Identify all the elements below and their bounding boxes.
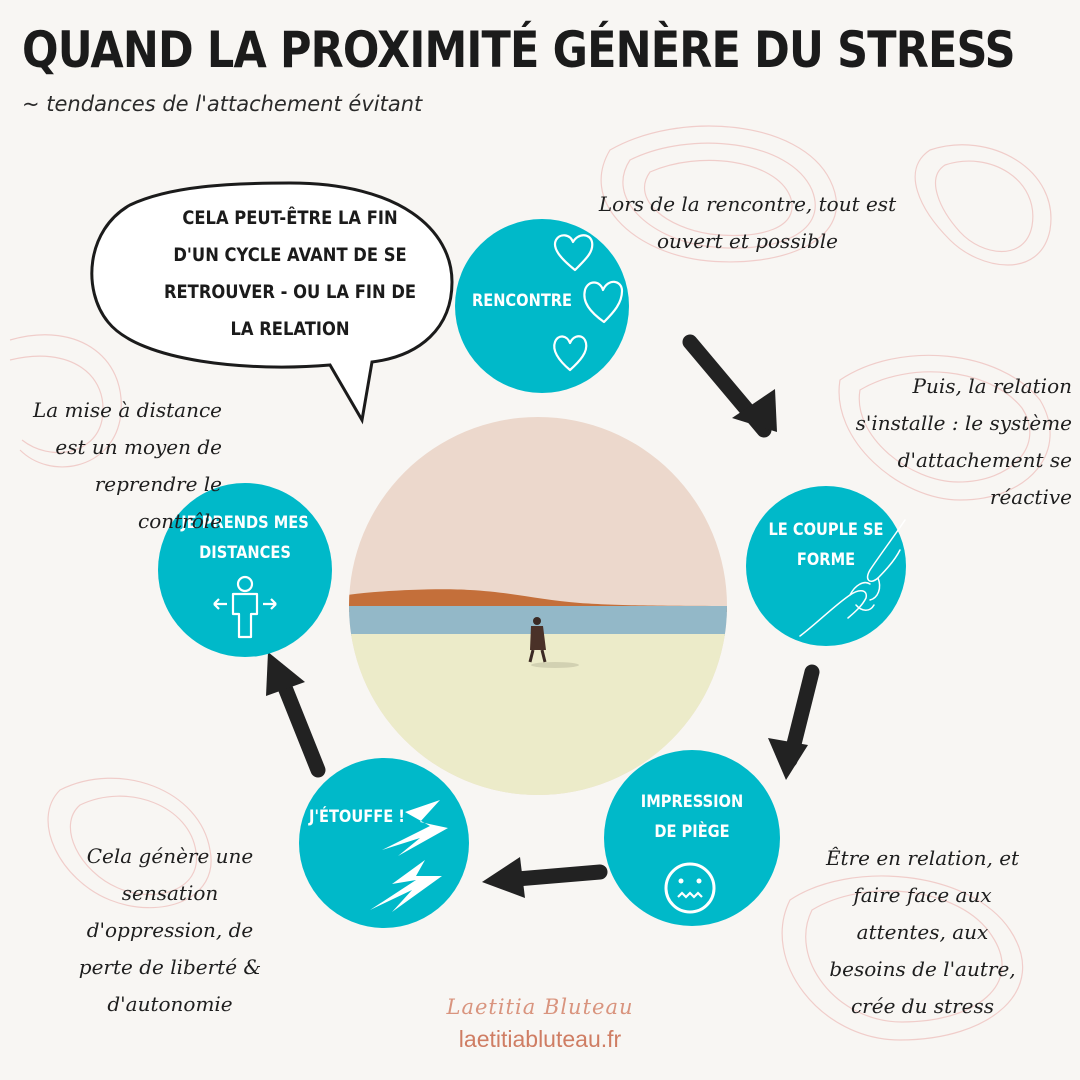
caption-line: contrôle — [138, 509, 222, 533]
caption-line: Puis, la relation — [912, 374, 1072, 398]
bubble-line: LA RELATION — [230, 318, 350, 340]
caption-line: perte de liberté & — [78, 955, 262, 979]
node-label-line: DISTANCES — [199, 543, 291, 563]
node-label-line: IMPRESSION — [640, 792, 744, 812]
caption-line: Être en relation, et — [825, 846, 1020, 870]
caption-couple: Puis, la relation s'installe : le systèm… — [810, 368, 1072, 516]
node-label-line: FORME — [796, 550, 856, 570]
decorative-contour-swirls — [9, 125, 1052, 1041]
node-label-line: LE COUPLE SE — [768, 520, 884, 540]
person-distance-icon — [213, 575, 277, 639]
node-distances-label: JE PRENDS MES DISTANCES — [181, 508, 310, 568]
page-subtitle: ~ tendances de l'attachement évitant — [22, 92, 423, 116]
caption-piege: Être en relation, et faire face aux atte… — [800, 840, 1045, 1025]
bubble-line: RETROUVER - OU LA FIN DE — [163, 281, 417, 303]
page-title: QUAND LA PROXIMITÉ GÉNÈRE DU STRESS — [22, 21, 1016, 79]
website-link[interactable]: laetitiabluteau.fr — [458, 1026, 622, 1052]
caption-rencontre: Lors de la rencontre, tout est ouvert et… — [575, 186, 920, 260]
node-rencontre-label: RENCONTRE — [470, 286, 573, 316]
node-piege-circle — [604, 750, 780, 926]
arrow-couple-to-piege — [768, 664, 820, 780]
walking-person-figure — [528, 617, 547, 663]
beach-illustration — [349, 417, 727, 795]
caption-line: attentes, aux — [856, 920, 989, 944]
node-etouffe-label: J'ÉTOUFFE ! — [305, 802, 408, 832]
node-couple-label: LE COUPLE SE FORME — [766, 515, 886, 575]
caption-line: s'installe : le système — [855, 411, 1072, 435]
speech-bubble — [90, 181, 454, 425]
arrow-etouffe-to-distances — [266, 652, 326, 778]
caption-line: d'autonomie — [107, 992, 233, 1016]
bubble-line: D'UN CYCLE AVANT DE SE — [173, 244, 407, 266]
hands-icon — [799, 519, 906, 637]
caption-line: ouvert et possible — [656, 229, 839, 253]
caption-line: crée du stress — [850, 994, 995, 1018]
caption-line: sensation — [121, 881, 219, 905]
caption-line: d'attachement se — [897, 448, 1072, 472]
arrow-piege-to-etouffe — [482, 857, 608, 898]
lightning-icon — [370, 800, 448, 912]
caption-line: Lors de la rencontre, tout est — [598, 192, 897, 216]
node-label-line: JE PRENDS MES — [181, 513, 309, 533]
caption-line: La mise à distance — [32, 398, 222, 422]
author-signature: Laetitia Bluteau — [446, 995, 634, 1019]
node-piege-label: IMPRESSION DE PIÈGE — [632, 787, 752, 847]
speech-bubble-text: CELA PEUT-ÊTRE LA FIN D'UN CYCLE AVANT D… — [144, 200, 436, 348]
anxious-face-icon — [664, 862, 716, 914]
node-couple-circle — [746, 486, 906, 646]
caption-line: reprendre le — [94, 472, 222, 496]
hearts-icon — [553, 234, 624, 372]
caption-line: Cela génère une — [86, 844, 254, 868]
bubble-line: CELA PEUT-ÊTRE LA FIN — [182, 207, 398, 229]
caption-line: réactive — [989, 485, 1072, 509]
node-label-line: RENCONTRE — [471, 291, 573, 311]
caption-line: besoins de l'autre, — [829, 957, 1016, 981]
node-distances-circle — [158, 483, 332, 657]
caption-etouffe: Cela génère une sensation d'oppression, … — [55, 838, 285, 1023]
caption-line: est un moyen de — [55, 435, 222, 459]
arrow-rencontre-to-couple — [682, 334, 777, 438]
node-label-line: DE PIÈGE — [654, 822, 730, 842]
cycle-arrows — [266, 334, 820, 898]
caption-line: faire face aux — [853, 883, 992, 907]
node-label-line: J'ÉTOUFFE ! — [309, 807, 405, 827]
caption-distances: La mise à distance est un moyen de repre… — [0, 392, 222, 540]
caption-line: d'oppression, de — [86, 918, 254, 942]
